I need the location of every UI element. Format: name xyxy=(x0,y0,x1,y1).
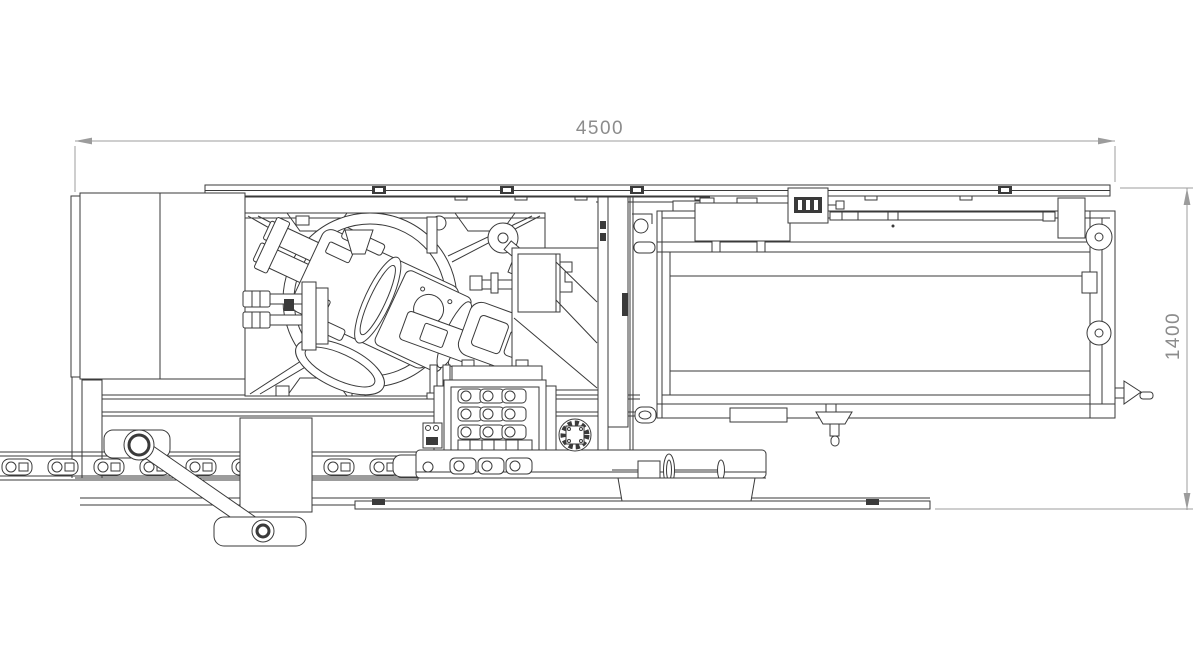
rail-carriage xyxy=(372,186,1012,194)
chain-link xyxy=(93,458,125,476)
column-clamp xyxy=(622,293,628,316)
dim-arrow-right xyxy=(1098,137,1115,145)
arm-bracket xyxy=(239,417,313,513)
gear-coupling xyxy=(558,418,592,452)
depth-dimension: 1400 xyxy=(935,187,1193,510)
platform-rollers xyxy=(449,457,533,475)
base-block xyxy=(617,477,756,502)
grid-rollers xyxy=(457,388,527,440)
base-platform xyxy=(392,418,767,502)
vertical-column xyxy=(597,196,701,478)
rail-clip xyxy=(372,499,385,505)
top-guide-rail xyxy=(204,184,1111,203)
pivot-arm xyxy=(103,417,313,547)
machine-body xyxy=(0,184,1154,547)
roller-grid xyxy=(426,359,557,461)
rail-clip xyxy=(866,499,879,505)
chain-link xyxy=(185,458,217,476)
hose-fittings xyxy=(242,281,329,351)
chain-link xyxy=(47,458,79,476)
conveyor-table xyxy=(656,187,1154,447)
depth-dimension-label: 1400 xyxy=(1163,312,1184,360)
funnel xyxy=(344,229,374,255)
probe-fitting xyxy=(469,272,515,294)
hand-crank xyxy=(612,453,725,487)
dim-arrow-bottom xyxy=(1183,493,1191,510)
chain-link xyxy=(323,458,355,476)
chain-link xyxy=(1,458,33,476)
left-cabinet xyxy=(70,192,246,380)
oval-cover xyxy=(295,338,385,396)
clamp-handwheel xyxy=(1114,380,1154,405)
column-foot xyxy=(634,406,657,424)
rail-end-box xyxy=(1057,197,1086,239)
junction-box xyxy=(422,422,443,449)
dim-arrow-top xyxy=(1183,188,1191,205)
dimension-annotations: 4500 1400 xyxy=(74,118,1193,510)
hook-bracket xyxy=(633,218,649,234)
table-top-box xyxy=(694,197,791,253)
drive-motor xyxy=(787,187,845,224)
cable-chain xyxy=(0,451,419,481)
frame-leg xyxy=(81,379,103,479)
table-side-rail xyxy=(829,197,1086,239)
table-end-rollers xyxy=(1081,223,1113,346)
support-post xyxy=(426,216,438,254)
dim-arrow-left xyxy=(75,137,92,145)
width-dimension-label: 4500 xyxy=(576,118,624,139)
cabinet-side-panel xyxy=(70,195,81,378)
table-foot xyxy=(815,403,853,447)
chain-links xyxy=(1,458,401,476)
plate-notch xyxy=(454,212,516,232)
width-dimension: 4500 xyxy=(74,118,1116,192)
